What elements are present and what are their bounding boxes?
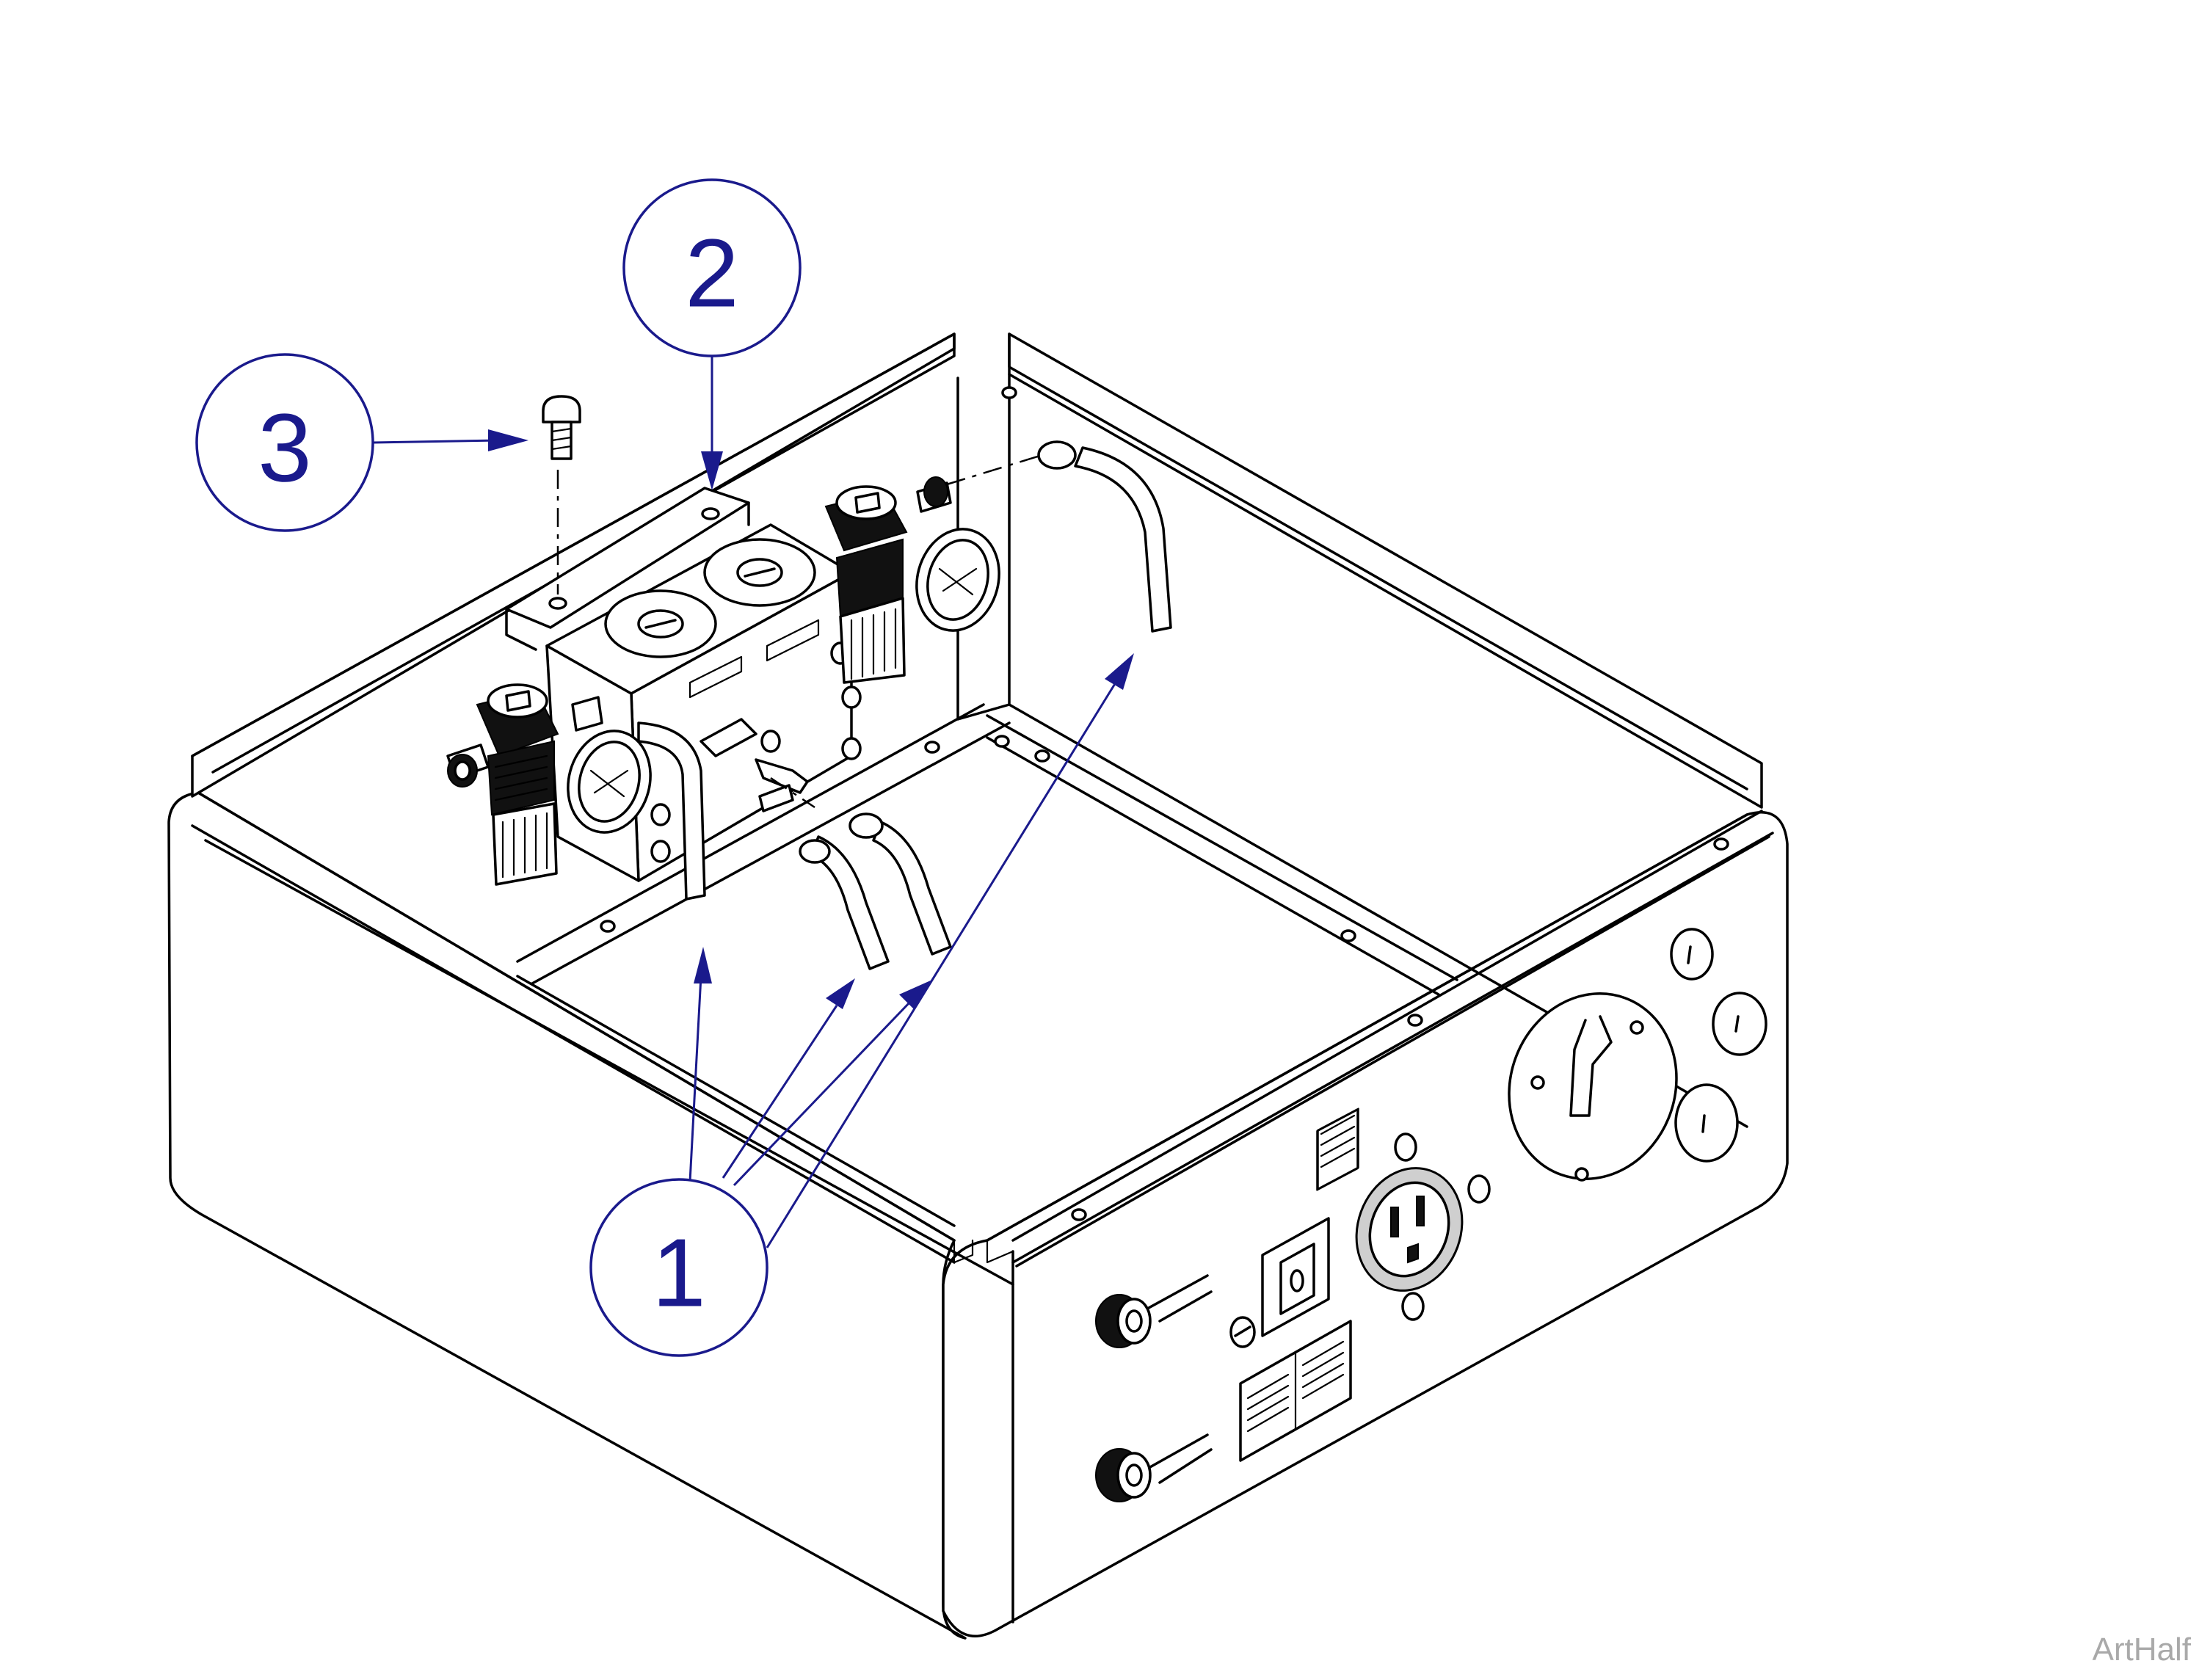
keyhole-slot <box>1569 1015 1613 1117</box>
receptacle-slot-right <box>1416 1196 1425 1226</box>
tubes <box>637 440 1172 970</box>
receptacle-slot-left <box>1390 1207 1399 1237</box>
watermark-text: ArtHalf <box>2093 1632 2192 1668</box>
screw-head <box>542 395 581 423</box>
callout-2-label: 2 <box>685 219 738 327</box>
callout-3: 3 <box>195 353 528 532</box>
screw <box>542 395 581 594</box>
plate-screw-3 <box>1574 1167 1589 1182</box>
tube-right-fitting <box>1037 440 1077 470</box>
label-plate-lines <box>1246 1340 1345 1433</box>
fitting-small <box>758 784 794 812</box>
inner-back-wall-right <box>1008 373 1748 1128</box>
back-right-flange <box>1008 332 1763 809</box>
callout-2-arrowhead <box>701 451 723 490</box>
regulator-left <box>446 683 652 886</box>
enclosure-box <box>167 332 1789 1640</box>
callout-1-arrowhead-a <box>694 947 712 983</box>
callout-1-leader-a <box>688 975 702 1182</box>
receptacle-screw-bottom <box>1401 1292 1425 1321</box>
callout-1-label: 1 <box>652 1219 705 1327</box>
callout-2: 2 <box>622 178 802 490</box>
panel-plug-2 <box>1712 992 1767 1056</box>
callout-1-circle <box>589 1178 768 1357</box>
callout-1-arrowhead-c <box>899 980 932 1009</box>
receptacle-screw-right <box>1467 1174 1491 1204</box>
callout-3-leader <box>370 439 500 444</box>
tube-right-centerline <box>946 454 1043 486</box>
panel-plug-1 <box>1670 928 1714 981</box>
fuse-holder-top <box>1095 1274 1213 1348</box>
callout-3-arrowhead <box>488 429 528 451</box>
panel-plug-3 <box>1674 1083 1739 1163</box>
tube-center-2-fitting <box>849 812 884 839</box>
callout-1: 1 <box>589 653 1134 1357</box>
cross-rail-left <box>516 703 1011 985</box>
plate-screw-1 <box>1530 1075 1545 1090</box>
fuse-holder-bottom <box>1095 1433 1213 1502</box>
receptacle-face <box>1368 1181 1450 1278</box>
tube-center-1 <box>810 835 890 970</box>
callout-1-leader-d <box>766 682 1117 1248</box>
callout-2-circle <box>622 178 802 357</box>
switch-indicator <box>1290 1269 1304 1292</box>
label-plate-top-lines <box>1320 1114 1356 1168</box>
tube-center-1-fitting <box>799 839 831 864</box>
mounting-plate <box>1508 992 1678 1180</box>
receptacle-screw-top <box>1394 1132 1417 1162</box>
box-rim-left <box>197 791 956 1242</box>
receptacle-ground <box>1407 1243 1419 1264</box>
block-label-slot-1 <box>688 655 743 699</box>
block-ports <box>650 641 862 863</box>
block-label-slot-2 <box>766 619 820 662</box>
corner-bracket-right <box>986 1239 1014 1264</box>
box-rim-right <box>986 813 1748 1242</box>
callout-3-circle <box>195 353 374 532</box>
cross-rail-front-left <box>516 975 956 1227</box>
tube-left <box>637 721 706 901</box>
corner-bracket-left <box>953 1239 974 1264</box>
mounting-bracket-side <box>505 501 750 651</box>
callout-1-leader-b <box>722 1005 838 1179</box>
manifold-assembly <box>446 476 1000 886</box>
tube-center-2 <box>872 821 952 956</box>
box-left-face <box>167 791 967 1640</box>
fitting-center <box>700 718 757 757</box>
cross-rail-front <box>1011 810 1770 1268</box>
rail-screw-holes <box>600 386 1729 1221</box>
tube-right <box>1074 446 1172 633</box>
box-rim-inner-right <box>1011 832 1774 1264</box>
callout-3-label: 3 <box>258 394 311 502</box>
bracket-hole-2 <box>701 507 720 520</box>
bracket-hole-1 <box>548 597 567 610</box>
cross-rail-mid <box>986 714 1458 996</box>
plate-screw-2 <box>1629 1020 1644 1035</box>
fitting-chain <box>755 758 809 794</box>
tube-center-centerline <box>770 777 815 809</box>
front-panel <box>1095 928 1767 1502</box>
callout-1-arrowhead-d <box>1105 653 1134 690</box>
callout-1-leader-c <box>733 1000 912 1187</box>
back-right-flange-lip <box>1008 332 1748 790</box>
inner-floor-edge <box>204 839 1014 1286</box>
regulator-right <box>824 476 1000 684</box>
callout-1-arrowhead-b <box>826 978 855 1009</box>
